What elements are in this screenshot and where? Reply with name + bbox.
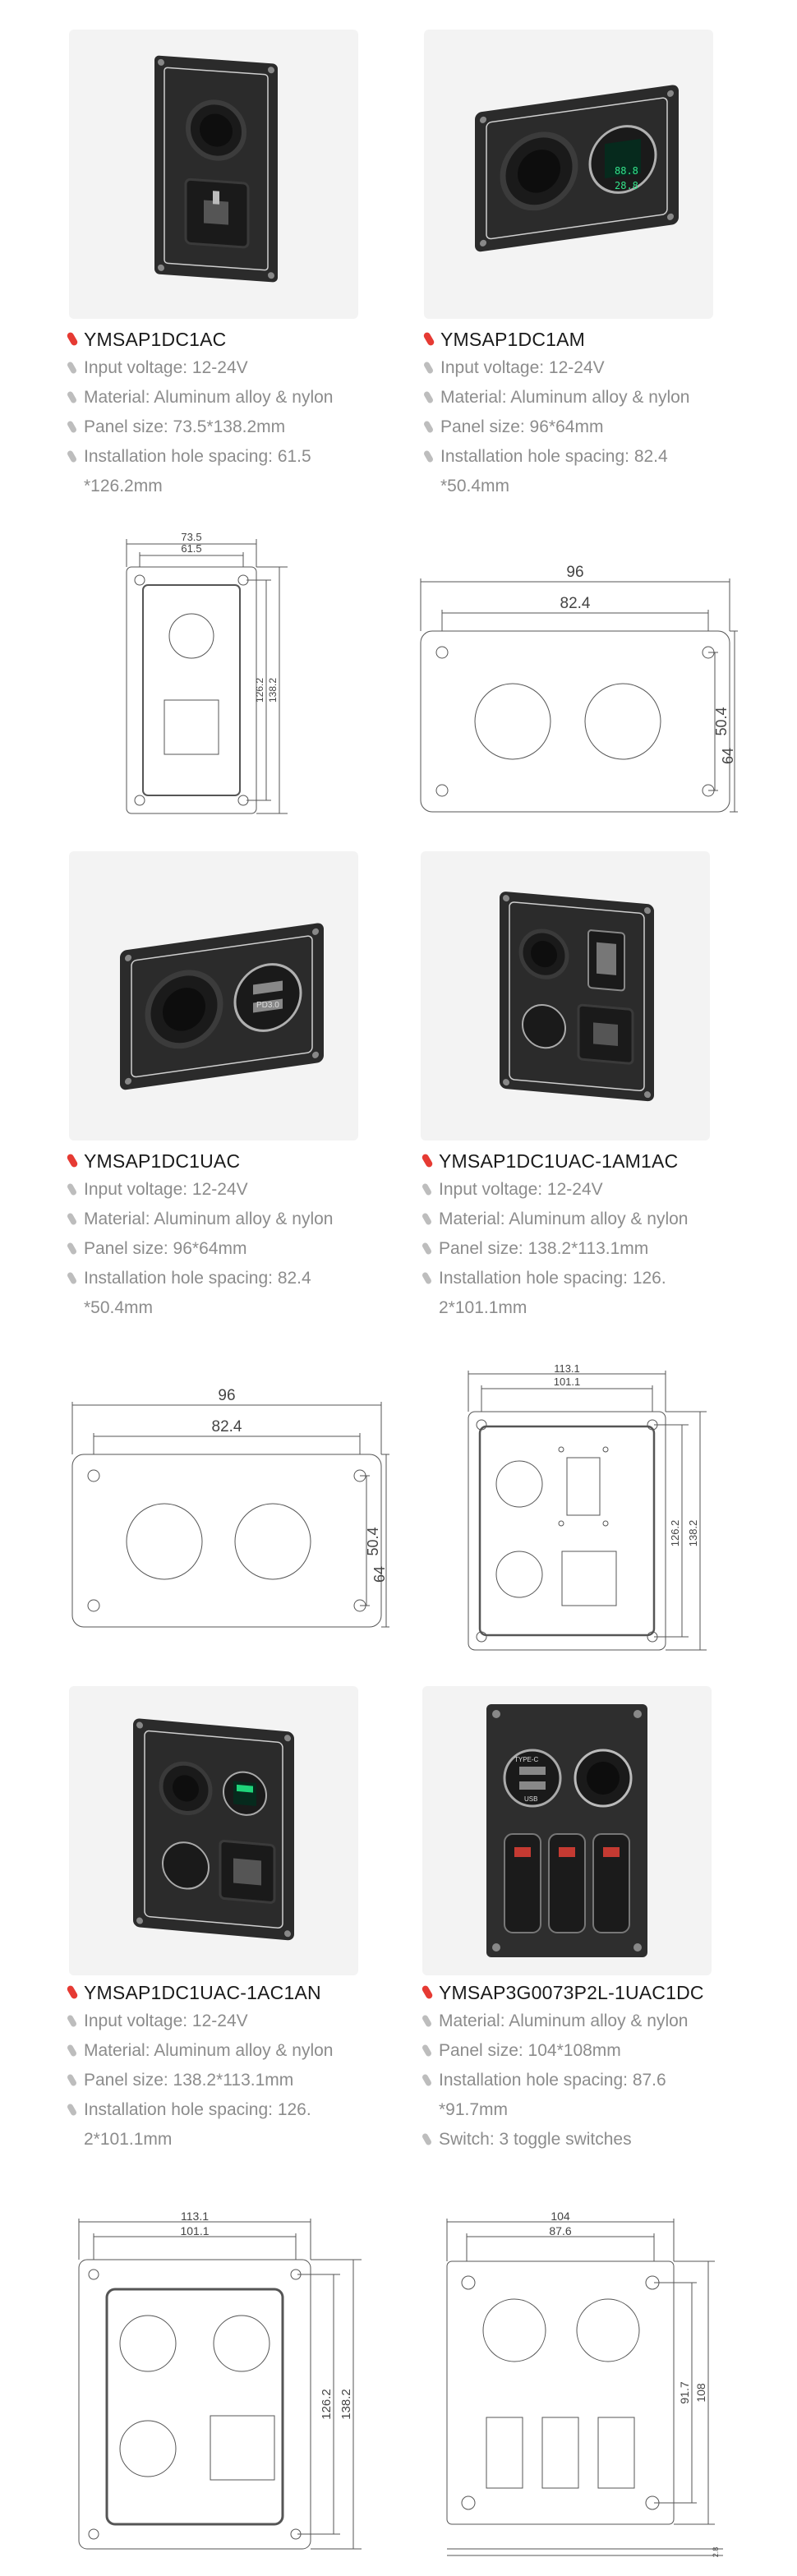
model-title: YMSAP1DC1AC <box>67 327 380 352</box>
dimension-drawing-6: 104 87.6 91.7 108 2.8 <box>446 2210 723 2558</box>
dim-height-inner: 50.4 <box>713 707 730 735</box>
dim-width-inner: 82.4 <box>560 595 591 612</box>
product-photo-4 <box>421 851 710 1141</box>
dim-width-inner: 82.4 <box>212 1418 242 1435</box>
model-title: YMSAP1DC1UAC-1AC1AN <box>67 1980 380 2005</box>
spec-block-3: YMSAP1DC1UAC Input voltage: 12-24V Mater… <box>67 1149 380 1323</box>
typec-label: TYPE-C <box>514 1756 539 1763</box>
spec-item: Material: Aluminum alloy & nylon <box>424 383 736 412</box>
model-title: YMSAP1DC1AM <box>424 327 736 352</box>
spec-item: Installation hole spacing: 87.6 *91.7mm <box>422 2066 735 2125</box>
spec-item: Input voltage: 12-24V <box>424 353 736 383</box>
dim-height: 138.2 <box>267 678 279 703</box>
dim-height: 138.2 <box>687 1520 699 1547</box>
dim-width: 73.5 <box>181 532 201 543</box>
spec-item: Material: Aluminum alloy & nylon <box>422 1205 735 1234</box>
dim-height: 64 <box>720 748 736 764</box>
spec-item: Panel size: 96*64mm <box>424 412 736 442</box>
meter-top-text: 88.8 <box>615 165 638 177</box>
spec-item: Panel size: 96*64mm <box>67 1234 380 1264</box>
product-photo-2: 88.8 28.8 <box>424 30 713 319</box>
spec-item: Input voltage: 12-24V <box>422 1175 735 1205</box>
model-title: YMSAP1DC1UAC-1AM1AC <box>422 1149 735 1173</box>
spec-block-5: YMSAP1DC1UAC-1AC1AN Input voltage: 12-24… <box>67 1980 380 2154</box>
usb-label: PD3.0 <box>256 1001 279 1010</box>
spec-block-1: YMSAP1DC1AC Input voltage: 12-24V Materi… <box>67 327 380 501</box>
dim-width: 104 <box>551 2210 570 2223</box>
dim-width-inner: 101.1 <box>554 1376 581 1388</box>
spec-item: Input voltage: 12-24V <box>67 353 380 383</box>
dim-depth: 2.8 <box>712 2547 720 2558</box>
product-photo-5 <box>69 1686 358 1975</box>
dim-height-inner: 126.2 <box>669 1520 681 1547</box>
spec-item: Installation hole spacing: 61.5 *126.2mm <box>67 442 380 501</box>
spec-item: Panel size: 104*108mm <box>422 2036 735 2066</box>
spec-block-6: YMSAP3G0073P2L-1UAC1DC Material: Aluminu… <box>422 1980 735 2154</box>
spec-item: Installation hole spacing: 126. 2*101.1m… <box>422 1264 735 1323</box>
spec-item: Installation hole spacing: 82.4 *50.4mm <box>67 1264 380 1323</box>
product-photo-1 <box>69 30 358 319</box>
dim-width-inner: 61.5 <box>181 542 201 555</box>
dim-height-inner: 126.2 <box>254 678 265 703</box>
spec-item: Panel size: 138.2*113.1mm <box>67 2066 380 2095</box>
spec-item: Input voltage: 12-24V <box>67 2007 380 2036</box>
dim-height-inner: 91.7 <box>678 2381 691 2403</box>
spec-item: Material: Aluminum alloy & nylon <box>67 1205 380 1234</box>
model-title: YMSAP1DC1UAC <box>67 1149 380 1173</box>
dimension-drawing-2: 96 82.4 50.4 64 <box>420 565 738 813</box>
meter-bottom-text: 28.8 <box>615 180 638 191</box>
product-photo-6: TYPE-C USB <box>422 1686 712 1975</box>
spec-item: Material: Aluminum alloy & nylon <box>67 2036 380 2066</box>
dimension-drawing-4: 113.1 101.1 126.2 138.2 <box>468 1364 707 1651</box>
dim-width-inner: 87.6 <box>549 2224 571 2237</box>
dimension-drawing-5: 113.1 101.1 126.2 138.2 <box>78 2210 362 2550</box>
dim-width: 96 <box>218 1389 235 1404</box>
spec-item: Material: Aluminum alloy & nylon <box>422 2007 735 2036</box>
dim-width-inner: 101.1 <box>180 2224 209 2237</box>
spec-item: Panel size: 73.5*138.2mm <box>67 412 380 442</box>
spec-block-4: YMSAP1DC1UAC-1AM1AC Input voltage: 12-24… <box>422 1149 735 1323</box>
dim-width: 113.1 <box>554 1364 580 1375</box>
spec-item: Panel size: 138.2*113.1mm <box>422 1234 735 1264</box>
dim-height: 138.2 <box>339 2389 353 2420</box>
dimension-drawing-1: 73.5 61.5 126.2 138.2 <box>126 532 288 814</box>
spec-item: Material: Aluminum alloy & nylon <box>67 383 380 412</box>
usb-a-label: USB <box>524 1795 537 1803</box>
dim-height: 108 <box>694 2383 707 2403</box>
model-title: YMSAP3G0073P2L-1UAC1DC <box>422 1980 735 2005</box>
spec-block-2: YMSAP1DC1AM Input voltage: 12-24V Materi… <box>424 327 736 501</box>
dim-height-inner: 126.2 <box>320 2389 334 2420</box>
spec-item: Installation hole spacing: 126. 2*101.1m… <box>67 2095 380 2154</box>
spec-item: Input voltage: 12-24V <box>67 1175 380 1205</box>
dim-width: 96 <box>566 565 583 581</box>
dim-height-inner: 50.4 <box>365 1527 381 1555</box>
dim-width: 113.1 <box>181 2210 209 2223</box>
spec-item: Installation hole spacing: 82.4 *50.4mm <box>424 442 736 501</box>
product-photo-3: PD3.0 <box>69 851 358 1141</box>
dimension-drawing-3: 96 82.4 50.4 64 <box>71 1389 389 1628</box>
dim-height: 64 <box>371 1566 388 1583</box>
spec-item: Switch: 3 toggle switches <box>422 2125 735 2154</box>
